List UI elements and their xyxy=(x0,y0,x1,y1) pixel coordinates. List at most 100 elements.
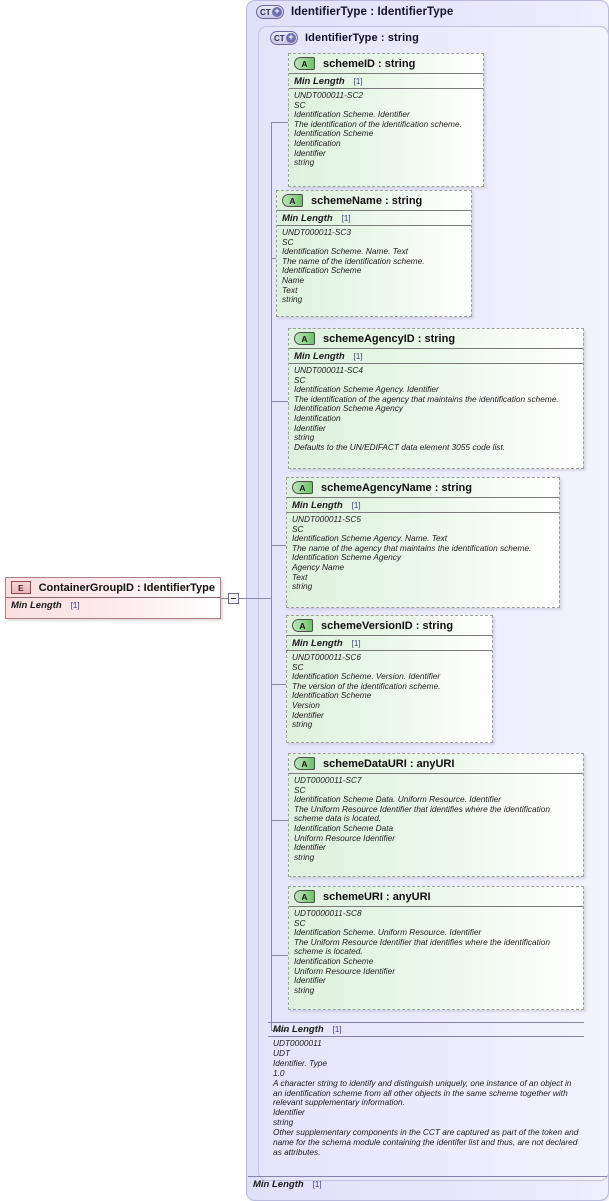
attribute-label: schemeVersionID : string xyxy=(321,619,454,632)
element-box-containergroupid[interactable]: E ContainerGroupID : IdentifierType Min … xyxy=(5,577,221,619)
attribute-header: A schemeName : string xyxy=(277,191,471,211)
attribute-header: A schemeAgencyID : string xyxy=(289,329,583,349)
documentation-line: Identifier xyxy=(292,709,324,720)
attribute-label: schemeName : string xyxy=(311,194,423,207)
connector-line xyxy=(271,1030,288,1031)
attribute-box-schemeagencyid[interactable]: A schemeAgencyID : string Min Length [1]… xyxy=(288,328,584,469)
element-header: E ContainerGroupID : IdentifierType xyxy=(6,578,220,598)
documentation-line: The identification of the identification… xyxy=(294,118,462,129)
attribute-box-schemeagencyname[interactable]: A schemeAgencyName : string Min Length [… xyxy=(286,477,560,608)
attribute-header: A schemeID : string xyxy=(289,54,483,74)
documentation-line: Identification Scheme. Name. Text xyxy=(282,246,409,257)
attribute-icon: A xyxy=(294,890,315,903)
documentation-line: Uniform Resource Identifier xyxy=(294,965,395,976)
facet-label: Min Length xyxy=(273,1024,324,1035)
documentation-line: Identification Scheme. Identifier xyxy=(294,109,410,120)
expand-plus-icon[interactable]: + xyxy=(286,33,296,43)
facet-label: Min Length xyxy=(253,1179,304,1190)
documentation-line: UNDT000011-SC5 xyxy=(292,514,362,524)
facet-label: Min Length xyxy=(294,350,345,362)
documentation-line: Identification Scheme xyxy=(294,955,374,966)
documentation-line: Identification xyxy=(294,137,341,148)
documentation-line: SC xyxy=(294,784,306,795)
expand-collapse-toggle[interactable] xyxy=(228,593,239,604)
attribute-header: A schemeDataURI : anyURI xyxy=(289,754,583,774)
documentation-line: string xyxy=(292,719,313,730)
attribute-header: A schemeVersionID : string xyxy=(287,616,492,636)
complex-type-icon[interactable]: CT + xyxy=(270,31,298,45)
documentation-line: SC xyxy=(294,917,306,928)
documentation-line: Identification Scheme Agency. Identifier xyxy=(294,384,439,395)
documentation-line: UNDT000011-SC6 xyxy=(292,652,362,662)
documentation-line: Identification Scheme Data xyxy=(294,822,394,833)
documentation-line: The Uniform Resource Identifier that ide… xyxy=(294,803,550,824)
documentation-line: Identifier xyxy=(273,1107,305,1118)
documentation-line: Text xyxy=(282,284,298,295)
connector-line xyxy=(271,955,288,956)
facet-value: [1] xyxy=(312,1180,322,1189)
connector-line xyxy=(271,258,276,259)
attribute-facet-row: Min Length [1] xyxy=(277,211,471,226)
facet-value: [1] xyxy=(341,213,351,223)
attribute-label: schemeDataURI : anyURI xyxy=(323,757,455,770)
documentation-line: The name of the identification scheme. xyxy=(282,255,425,266)
facet-value: [1] xyxy=(353,76,363,86)
attribute-box-schemename[interactable]: A schemeName : string Min Length [1] UND… xyxy=(276,190,472,317)
documentation-line: Uniform Resource Identifier xyxy=(294,832,395,843)
attribute-facet-row: Min Length [1] xyxy=(287,498,559,513)
attribute-icon: A xyxy=(294,332,315,345)
documentation-line: Identification xyxy=(294,412,341,423)
attribute-box-schemeid[interactable]: A schemeID : string Min Length [1] UNDT0… xyxy=(288,53,484,187)
complex-type-icon-text: CT xyxy=(260,8,271,17)
documentation-line: UNDT000011-SC2 xyxy=(294,90,364,100)
documentation-line: Identification Scheme Data. Uniform Reso… xyxy=(294,794,502,805)
connector-line xyxy=(271,401,288,402)
attribute-label: schemeAgencyID : string xyxy=(323,332,456,345)
documentation-line: Identifier xyxy=(294,147,326,158)
connector-line xyxy=(271,820,288,821)
documentation-line: Defaults to the UN/EDIFACT data element … xyxy=(294,441,506,452)
documentation-line: SC xyxy=(292,523,304,534)
facet-label: Min Length xyxy=(294,75,345,87)
documentation-line: Identification Scheme xyxy=(292,690,372,701)
complex-type-icon[interactable]: CT + xyxy=(256,5,284,19)
documentation-line: SC xyxy=(294,99,306,110)
element-icon: E xyxy=(11,581,31,594)
documentation-line: The Uniform Resource Identifier that ide… xyxy=(294,936,550,957)
documentation-line: Identification Scheme. Version. Identifi… xyxy=(292,671,441,682)
inner-type-header[interactable]: CT + IdentifierType : string xyxy=(270,31,419,45)
element-label: ContainerGroupID : IdentifierType xyxy=(38,581,215,594)
documentation-line: UNDT000011-SC3 xyxy=(282,227,352,237)
documentation-line: Identification Scheme Agency xyxy=(292,552,401,563)
documentation-line: 1.0 xyxy=(273,1067,285,1078)
facet-label: Min Length xyxy=(292,637,343,649)
expand-plus-icon[interactable]: + xyxy=(272,7,282,17)
attribute-facet-row: Min Length [1] xyxy=(287,636,492,651)
facet-value: [1] xyxy=(351,500,361,510)
facet-value: [1] xyxy=(332,1025,342,1034)
documentation-line: string xyxy=(294,157,315,168)
documentation-line: Other supplementary components in the CC… xyxy=(273,1127,579,1157)
outer-type-header[interactable]: CT + IdentifierType : IdentifierType xyxy=(256,5,453,19)
documentation-line: Identification Scheme xyxy=(294,128,374,139)
documentation-line: string xyxy=(294,432,315,443)
attribute-icon: A xyxy=(282,194,303,207)
attribute-header: A schemeAgencyName : string xyxy=(287,478,559,498)
documentation-line: string xyxy=(292,581,313,592)
documentation-line: string xyxy=(294,851,315,862)
complex-type-icon-text: CT xyxy=(274,34,285,43)
connector-line xyxy=(271,545,286,546)
attribute-box-schemeversionid[interactable]: A schemeVersionID : string Min Length [1… xyxy=(286,615,493,743)
attribute-facet-row: Min Length [1] xyxy=(289,349,583,364)
facet-value: [1] xyxy=(353,351,363,361)
documentation-line: UDT xyxy=(273,1047,291,1058)
documentation-line: Version xyxy=(292,699,320,710)
